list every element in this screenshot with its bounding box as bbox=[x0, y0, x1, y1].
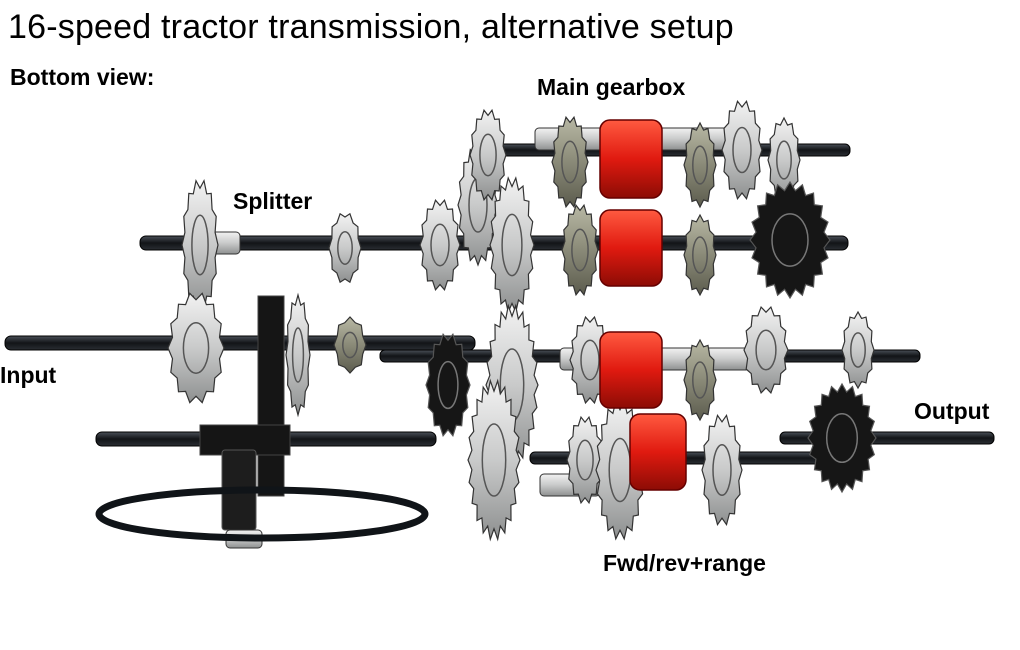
gear bbox=[561, 203, 599, 297]
gear bbox=[285, 292, 311, 418]
output-label: Output bbox=[914, 398, 990, 424]
gear bbox=[467, 378, 521, 542]
gear bbox=[721, 100, 763, 200]
gear bbox=[167, 292, 225, 404]
gear bbox=[551, 115, 589, 209]
gear bbox=[841, 310, 875, 390]
gear bbox=[489, 176, 535, 314]
bottom-view-label: Bottom view: bbox=[10, 64, 155, 90]
fwd-rev-range-label: Fwd/rev+range bbox=[603, 550, 766, 576]
rubber-belt bbox=[95, 486, 429, 542]
gear bbox=[767, 116, 801, 204]
gear bbox=[749, 180, 831, 300]
gear bbox=[683, 121, 717, 209]
gear bbox=[328, 212, 362, 284]
gear bbox=[683, 338, 717, 422]
gear bbox=[181, 178, 219, 312]
gear bbox=[566, 415, 604, 505]
gear bbox=[425, 333, 471, 437]
gear bbox=[333, 316, 367, 374]
gear bbox=[683, 213, 717, 297]
diagram-title: 16-speed tractor transmission, alternati… bbox=[8, 8, 734, 46]
splitter-label: Splitter bbox=[233, 188, 313, 214]
gear bbox=[743, 305, 789, 395]
gear bbox=[807, 382, 877, 494]
gear bbox=[701, 414, 743, 526]
gear bbox=[419, 199, 461, 291]
clutch-parts bbox=[599, 119, 687, 491]
gear bbox=[469, 108, 507, 202]
input-shaft bbox=[4, 335, 476, 351]
input-label: Input bbox=[0, 362, 57, 388]
main-gearbox-label: Main gearbox bbox=[537, 74, 686, 100]
